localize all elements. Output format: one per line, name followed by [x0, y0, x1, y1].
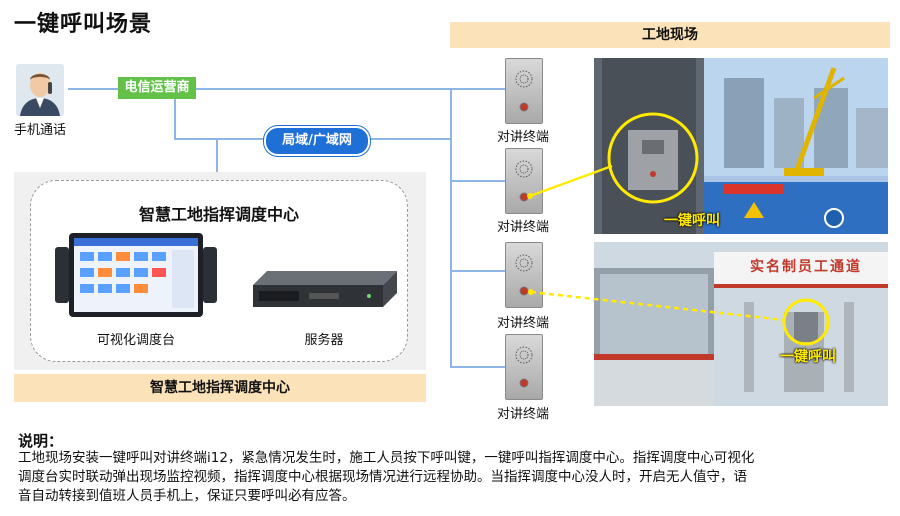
console-label: 可视化调度台 [96, 333, 175, 348]
connector-carrier-site [196, 88, 450, 90]
explanation-heading: 说明： [18, 432, 64, 450]
callout-dot-1 [527, 193, 533, 199]
terminal-label-2: 对讲终端 [496, 220, 549, 235]
connector-terminal-3 [450, 270, 505, 272]
intercom-icon [515, 254, 533, 296]
console-speaker-left [55, 247, 69, 303]
connector-carrier-down [174, 98, 176, 138]
callout-label-1: 一键呼叫 [664, 213, 720, 229]
explanation-line-1: 工地现场安装一键呼叫对讲终端i12，紧急情况发生时，施工人员按下呼叫键，一键呼叫… [18, 450, 755, 466]
console-screen [69, 233, 203, 317]
command-center-inner: 智慧工地指挥调度中心 [30, 180, 408, 362]
callout-line-1 [529, 164, 613, 198]
callout-dot-2 [528, 289, 534, 295]
construction-scene-image [594, 58, 888, 234]
connector-terminal-1 [450, 88, 505, 90]
server-device [249, 269, 397, 311]
intercom-terminal-2 [505, 148, 543, 214]
console-screen-content [74, 238, 198, 312]
explanation-line-2: 调度台实时联动弹出现场监控视频，指挥调度中心根据现场情况进行远程协助。当指挥调度… [18, 469, 747, 485]
server-label: 服务器 [304, 333, 344, 348]
page-title: 一键呼叫场景 [14, 12, 153, 37]
explanation-line-3: 音自动转接到值班人员手机上，保证只要呼叫必有应答。 [18, 488, 356, 504]
intercom-icon [515, 160, 533, 202]
person-icon [16, 64, 64, 116]
explanation-text: 工地现场安装一键呼叫对讲终端i12，紧急情况发生时，施工人员按下呼叫键，一键呼叫… [18, 449, 894, 506]
intercom-icon [515, 346, 533, 388]
site-photo-2: 实名制员工通道 一键呼叫 [594, 242, 888, 406]
callout-line-2 [530, 290, 785, 322]
command-center-title: 智慧工地指挥调度中心 [138, 205, 299, 224]
dispatch-console [55, 233, 217, 323]
server-icon [253, 271, 397, 307]
terminal-label-3: 对讲终端 [496, 316, 549, 331]
carrier-badge: 电信运营商 [118, 77, 196, 99]
intercom-terminal-1 [505, 58, 543, 124]
connector-to-network [174, 138, 264, 140]
site-banner: 工地现场 [450, 22, 890, 48]
gate-sign: 实名制员工通道 [750, 259, 862, 275]
terminal-label-4: 对讲终端 [496, 407, 549, 422]
connector-terminal-4 [450, 366, 505, 368]
command-center-panel: 智慧工地指挥调度中心 [14, 172, 426, 370]
intercom-terminal-4 [505, 334, 543, 400]
connector-network-site [368, 138, 450, 140]
network-badge: 局域/广域网 [264, 126, 370, 156]
site-photo-1: 一键呼叫 [594, 58, 888, 234]
intercom-icon [515, 70, 533, 112]
connector-phone-carrier [68, 88, 118, 90]
callout-label-2: 一键呼叫 [780, 349, 836, 365]
command-center-banner: 智慧工地指挥调度中心 [14, 374, 426, 402]
connector-network-center [216, 140, 218, 172]
connector-site-trunk [450, 88, 452, 368]
phone-user-avatar [16, 64, 64, 116]
terminal-label-1: 对讲终端 [496, 130, 549, 145]
console-speaker-right [203, 247, 217, 303]
phone-user-label: 手机通话 [13, 123, 66, 138]
intercom-terminal-3 [505, 242, 543, 308]
worker-gate-image [594, 242, 888, 406]
connector-terminal-2 [450, 180, 505, 182]
